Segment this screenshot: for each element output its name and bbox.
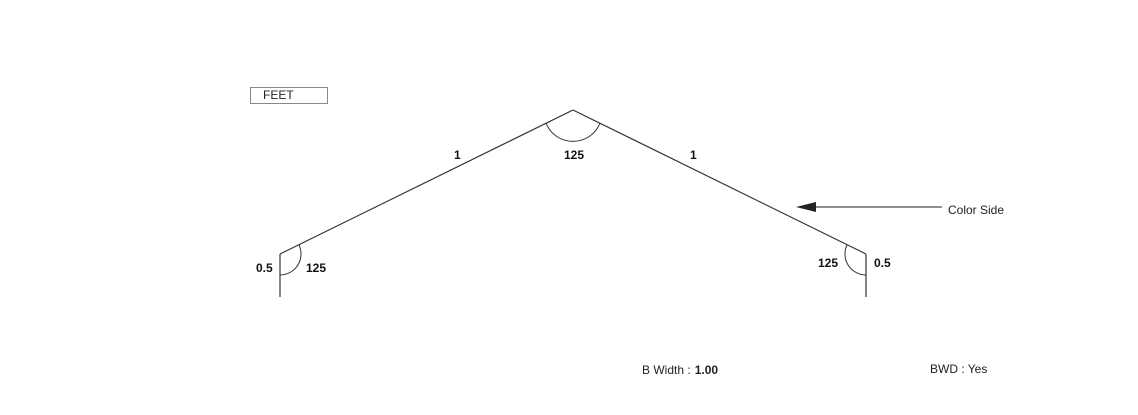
left-bend-angle-label: 125 <box>306 261 326 275</box>
units-label: FEET <box>250 87 328 104</box>
right-hem-length: 0.5 <box>874 256 891 270</box>
left-bend-angle-arc <box>279 244 302 276</box>
apex-angle-label: 125 <box>564 148 584 162</box>
left-slope-length: 1 <box>454 148 461 162</box>
right-slope-length: 1 <box>690 148 697 162</box>
b-width: B Width :1.00 <box>642 363 718 377</box>
right-slope-line <box>572 109 867 255</box>
right-bend-angle-label: 125 <box>818 256 838 270</box>
bwd-label: BWD : Yes <box>930 362 988 376</box>
left-hem-length: 0.5 <box>256 261 273 275</box>
color-side-label: Color Side <box>948 203 1004 217</box>
b-width-value: 1.00 <box>694 363 719 377</box>
apex-angle-arc <box>545 122 601 142</box>
color-side-arrowhead <box>796 202 816 212</box>
b-width-label: B Width : <box>642 363 691 377</box>
left-slope-line <box>279 109 574 255</box>
right-bend-angle-arc <box>844 244 867 276</box>
